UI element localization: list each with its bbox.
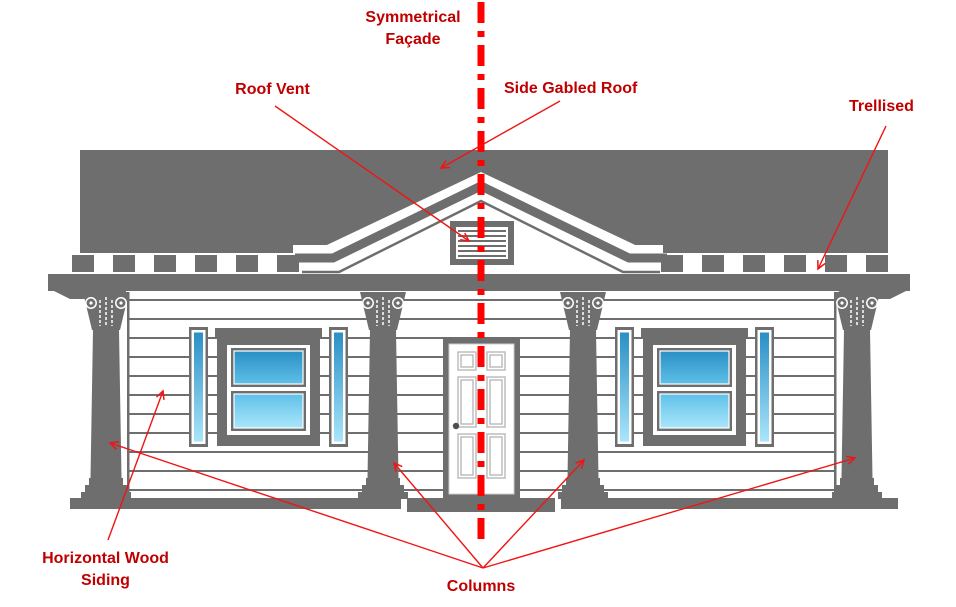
label-trellised: Trellised xyxy=(849,98,914,115)
annotation-overlay xyxy=(107,2,887,569)
column-outer-left xyxy=(80,291,132,500)
door-knob xyxy=(452,422,460,430)
arrow-trellised xyxy=(817,125,887,271)
label-horizontal-wood-siding: Horizontal Wood Siding xyxy=(42,550,169,590)
label-roof-vent: Roof Vent xyxy=(235,81,310,98)
column-outer-right xyxy=(831,291,883,500)
arrow-column-outer-left xyxy=(108,441,484,569)
arrow-roof-vent xyxy=(274,105,471,242)
arrow-side-gabled-roof xyxy=(439,100,561,169)
label-side-gabled-roof: Side Gabled Roof xyxy=(504,80,638,97)
label-columns: Columns xyxy=(446,578,516,595)
arrow-column-inner-right xyxy=(482,458,586,569)
arrow-siding xyxy=(107,389,165,541)
label-symmetrical-facade: Symmetrical Façade xyxy=(365,9,461,49)
trellis-dentil-band xyxy=(72,255,888,272)
arrow-column-outer-right xyxy=(482,455,857,569)
arrow-column-inner-left xyxy=(392,461,484,569)
